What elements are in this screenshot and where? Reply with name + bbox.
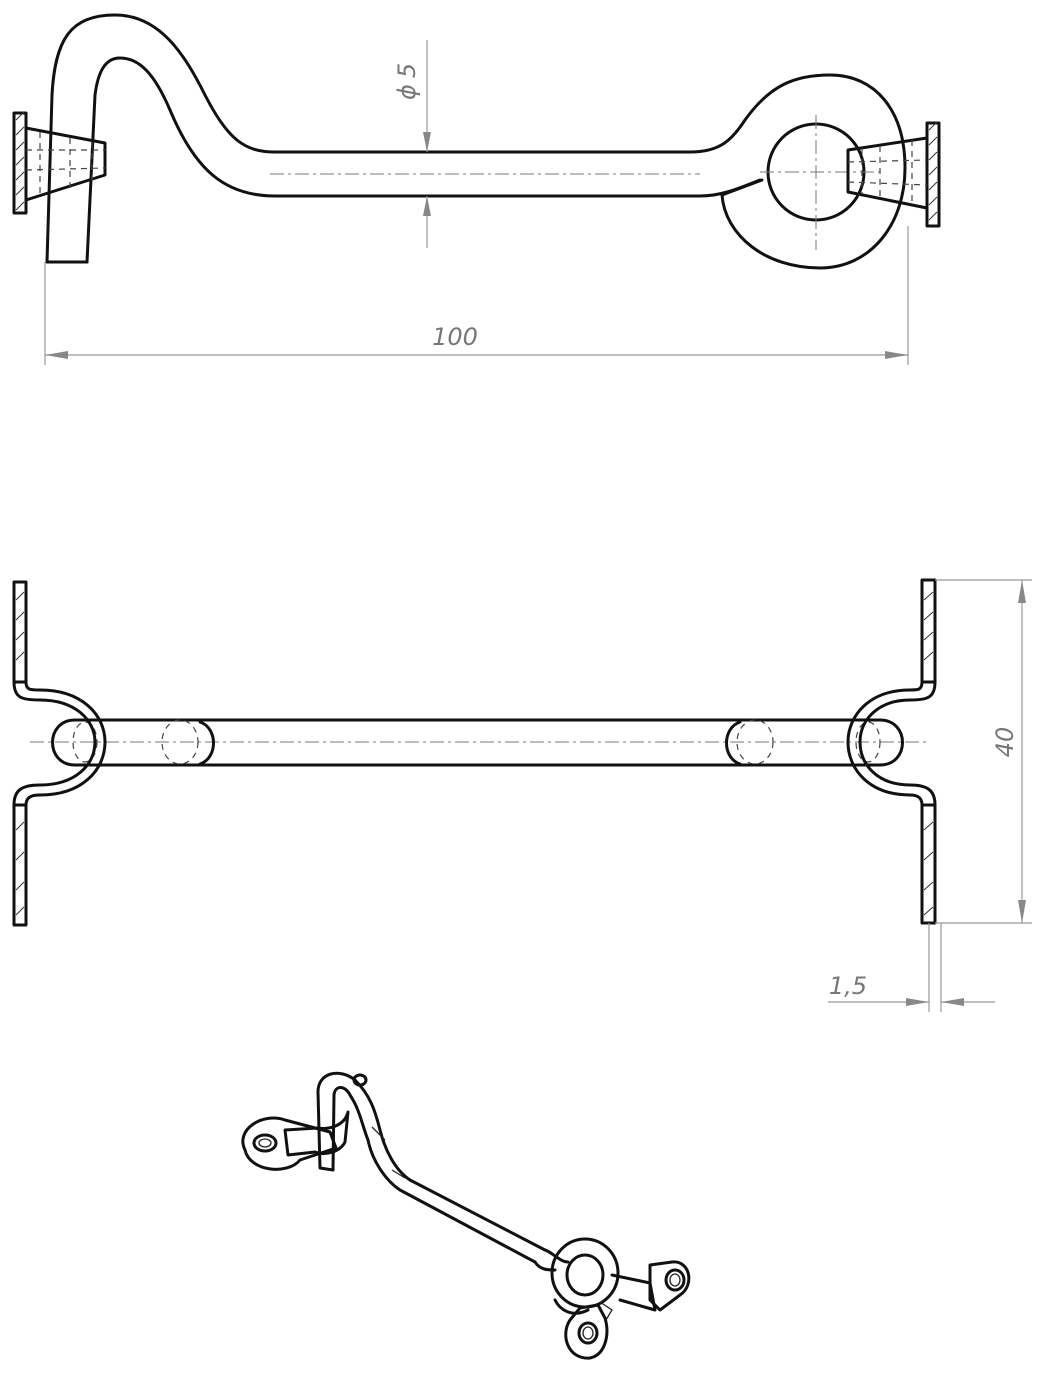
right-plate <box>846 121 941 228</box>
diameter-label: ϕ5 <box>393 63 421 100</box>
front-view: ϕ5 100 <box>12 13 941 365</box>
height-dimension: 40 <box>935 579 1032 924</box>
isometric-view <box>241 1071 691 1360</box>
thickness-label: 1,5 <box>829 972 867 1000</box>
length-dimension: 100 <box>44 226 909 365</box>
left-plate <box>12 111 107 215</box>
left-bracket-top <box>12 580 107 927</box>
hook-rod-outer <box>45 13 907 270</box>
rod-top <box>73 718 882 767</box>
height-label: 40 <box>991 727 1019 758</box>
diameter-dimension: ϕ5 <box>393 40 431 248</box>
top-view: 40 1,5 <box>12 578 1032 1012</box>
thickness-dimension: 1,5 <box>828 923 995 1012</box>
length-label: 100 <box>432 323 478 351</box>
hook-rod-inner <box>85 56 762 264</box>
right-bracket-top <box>846 578 937 925</box>
